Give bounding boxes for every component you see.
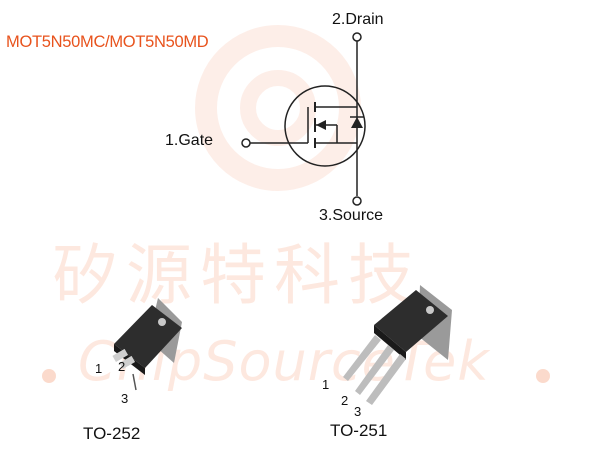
to252-package-label: TO-252 [83,424,141,443]
drain-terminal [352,32,362,42]
part-number-title: MOT5N50MC/MOT5N50MD [6,33,209,51]
to251-lead-2 [355,345,394,395]
to251-body [374,290,448,352]
watermark-chinese: 矽源特科技 [52,237,422,314]
to252-pin3-label: 3 [121,391,129,406]
to251-package [343,285,452,405]
watermark-dot-left [42,369,56,383]
to251-lead-1 [343,335,381,381]
watermark-dot-right [536,369,550,383]
to251-lead-3 [366,354,406,405]
to252-pin1-label: 1 [95,361,103,376]
source-label: 3.Source [319,207,384,224]
gate-terminal [241,138,251,148]
to251-package-label: TO-251 [330,421,388,440]
to251-pin1-label: 1 [322,377,330,392]
to252-pin2-label: 2 [118,359,126,374]
watermark-logo [195,25,361,191]
mosfet-symbol [241,32,366,206]
gate-label: 1.Gate [165,132,214,149]
to251-pin3-label: 3 [354,404,362,419]
to252-package [112,298,182,391]
mosfet-body-circle [284,85,366,167]
source-terminal [352,196,362,206]
to251-pin2-label: 2 [341,393,349,408]
drain-label: 2.Drain [332,11,384,28]
